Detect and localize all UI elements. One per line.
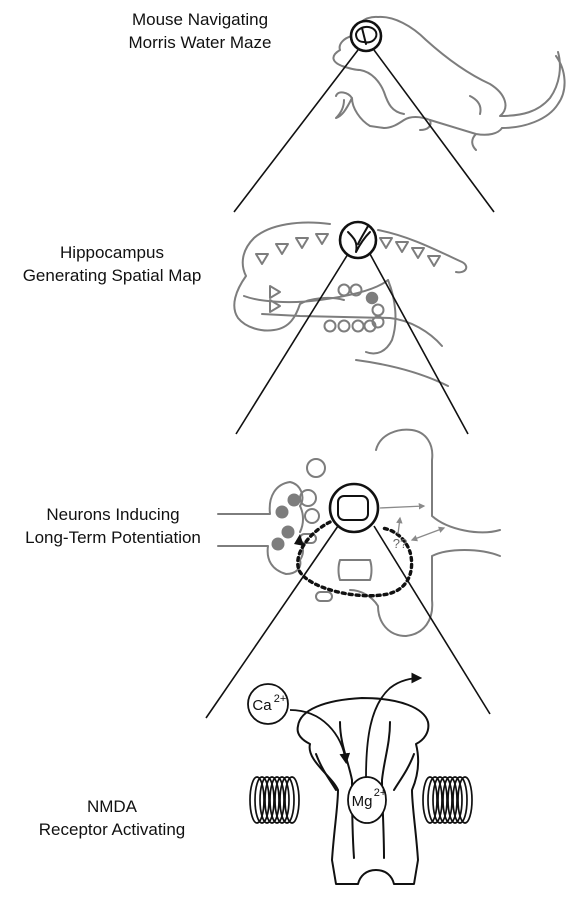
panel-neurons: Neurons Inducing Long-Term Potentiation … <box>25 430 500 718</box>
membrane-lipid-left <box>250 777 299 823</box>
unknown-signal-mark: ?? <box>393 536 407 551</box>
panel-neurons-label-line2: Long-Term Potentiation <box>25 528 201 547</box>
zoom-ray-3-right <box>374 526 490 714</box>
panel-hippocampus-label-line1: Hippocampus <box>60 243 164 262</box>
signal-arrow-up <box>398 518 400 534</box>
magnesium-ion-label: Mg <box>352 793 373 810</box>
panel-nmda: NMDA Receptor Activating Ca <box>39 678 472 884</box>
panel-mouse: Mouse Navigating Morris Water Maze <box>129 10 565 212</box>
postsynaptic-dendrite <box>350 430 500 636</box>
calcium-influx-arrow <box>290 710 346 762</box>
calcium-ion-charge: 2+ <box>274 693 287 705</box>
panel-nmda-label-line2: Receptor Activating <box>39 820 185 839</box>
panel-neurons-label-line1: Neurons Inducing <box>46 505 179 524</box>
trafficking-arrow-head <box>294 534 304 546</box>
signal-arrow-right <box>380 506 424 508</box>
nmda-inner-flank-left <box>316 754 336 790</box>
panel-hippocampus: Hippocampus Generating Spatial Map <box>23 222 468 434</box>
receptor-cluster-lower <box>339 560 372 580</box>
zoom-ray-2-left <box>236 254 348 434</box>
magnesium-efflux-arrow <box>366 678 420 778</box>
receptor-cluster-upper <box>338 496 368 520</box>
panel-hippocampus-label-line2: Generating Spatial Map <box>23 266 202 285</box>
granule-cell-markers <box>325 285 384 332</box>
panel-nmda-label-line1: NMDA <box>87 797 138 816</box>
magnesium-ion-charge: 2+ <box>374 787 387 799</box>
signal-arrow-diagonal <box>412 528 444 540</box>
panel-mouse-label-line1: Mouse Navigating <box>132 10 268 29</box>
zoom-ray-1-left <box>234 50 358 212</box>
panel-mouse-label-line2: Morris Water Maze <box>129 33 272 52</box>
nmda-inner-flank-right <box>394 754 414 790</box>
zoom-ray-2-right <box>370 254 468 434</box>
membrane-lipid-right <box>423 777 472 823</box>
zoom-ray-1-right <box>374 50 494 212</box>
hippocampus-focus-circle <box>340 222 376 258</box>
calcium-ion-label: Ca <box>252 697 272 714</box>
